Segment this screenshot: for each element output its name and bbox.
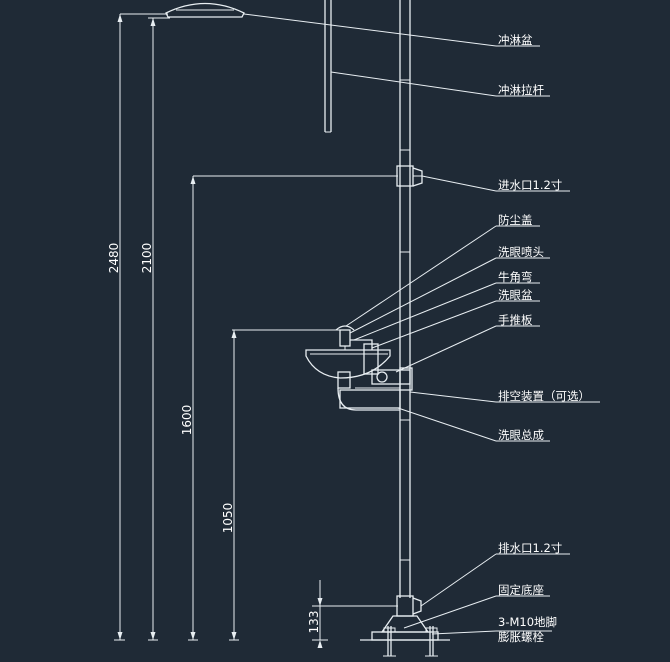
dimension-label-2100: 2100: [140, 243, 154, 274]
eyewash-assembly-drawing: [305, 325, 413, 411]
label-drain-device: 排空装置（可选）: [498, 389, 590, 403]
leader-lines: [243, 13, 600, 635]
dimension-label-1600: 1600: [180, 405, 194, 436]
base-drawing: [360, 615, 450, 657]
label-eyewash-nozzle: 洗眼喷头: [498, 245, 544, 259]
label-eyewash-bowl: 洗眼盆: [498, 288, 533, 302]
dimension-label-133: 133: [307, 611, 321, 634]
label-elbow: 牛角弯: [498, 270, 533, 284]
dimension-shower-height: 2100: [140, 17, 170, 641]
dimension-inlet-height: 1600: [180, 175, 398, 641]
label-dust-cover: 防尘盖: [498, 213, 533, 227]
label-push-plate: 手推板: [498, 313, 533, 327]
dimension-total-height: 2480: [107, 13, 168, 641]
dimension-label-1050: 1050: [221, 503, 235, 534]
label-pull-rod: 冲淋拉杆: [498, 83, 544, 97]
label-anchor-bolt-line1: 3-M10地脚: [498, 615, 557, 629]
shower-head-drawing: [165, 2, 245, 18]
pull-rod-drawing: [324, 0, 332, 133]
callout-labels: 冲淋盆 冲淋拉杆 进水口1.2寸 防尘盖 洗眼喷头 牛角弯 洗眼盆 手推板 排空…: [498, 33, 590, 644]
label-water-outlet: 排水口1.2寸: [498, 541, 562, 555]
dimension-base-height: 133: [307, 580, 398, 648]
label-fixed-base: 固定底座: [498, 583, 544, 597]
dimension-label-2480: 2480: [107, 243, 121, 274]
dimension-eyewash-height: 1050: [221, 329, 340, 641]
label-shower-head: 冲淋盆: [498, 33, 533, 47]
label-water-inlet: 进水口1.2寸: [498, 178, 562, 192]
label-eyewash-assembly: 洗眼总成: [498, 428, 544, 442]
main-pipe: [399, 0, 411, 598]
water-outlet-tee: [396, 595, 422, 617]
label-anchor-bolt-line2: 膨胀螺栓: [498, 630, 544, 644]
